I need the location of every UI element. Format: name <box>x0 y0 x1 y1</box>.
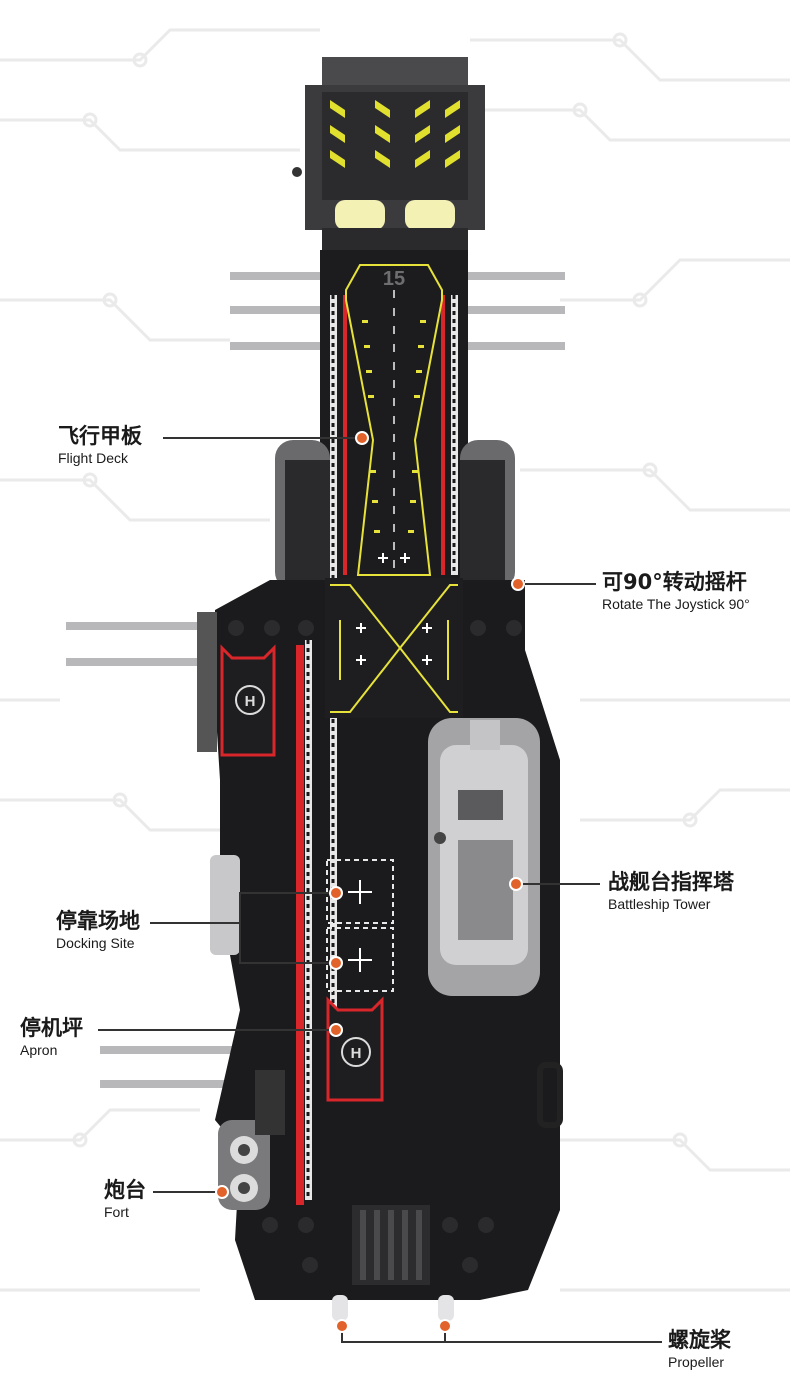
callout-propeller-en: Propeller <box>668 1354 725 1370</box>
callout-tower: 战舰台指挥塔 Battleship Tower <box>608 870 734 912</box>
helipad-h-icon: H H <box>220 644 384 1102</box>
callout-flight-deck-en: Flight Deck <box>58 450 129 466</box>
bow-module <box>292 57 485 253</box>
callout-tower-zh: 战舰台指挥塔 <box>608 870 734 894</box>
propeller-blades <box>332 1295 454 1321</box>
callout-apron-en: Apron <box>20 1042 58 1058</box>
callout-joystick: 可90°转动摇杆 Rotate The Joystick 90° <box>602 570 750 612</box>
callout-docking-en: Docking Site <box>56 935 135 951</box>
flight-deck: 15 H <box>220 264 463 1205</box>
callout-flight-deck-zh: 飞行甲板 <box>58 424 142 448</box>
side-rods <box>66 272 565 1088</box>
callout-flight-deck: 飞行甲板 Flight Deck <box>58 424 142 466</box>
callout-docking: 停靠场地 Docking Site <box>56 909 140 951</box>
callout-dots <box>215 431 525 1333</box>
docking-cross-icon <box>348 880 372 972</box>
callout-propeller: 螺旋桨 Propeller <box>668 1328 731 1370</box>
callout-fort-en: Fort <box>104 1204 129 1220</box>
circuit-background <box>0 28 790 1292</box>
hull-number: 15 <box>383 268 405 290</box>
docking-pads <box>326 859 394 992</box>
callout-tower-en: Battleship Tower <box>608 896 711 912</box>
callout-propeller-zh: 螺旋桨 <box>668 1328 731 1352</box>
callout-lines <box>98 437 662 1343</box>
callout-fort: 炮台 Fort <box>104 1178 146 1220</box>
callout-joystick-zh: 可90°转动摇杆 <box>602 570 747 594</box>
callout-joystick-en: Rotate The Joystick 90° <box>602 596 750 612</box>
callout-apron-zh: 停机坪 <box>20 1016 83 1040</box>
callout-docking-zh: 停靠场地 <box>56 909 140 933</box>
svg-text:H: H <box>351 1045 362 1062</box>
callout-fort-zh: 炮台 <box>104 1178 146 1202</box>
battleship-tower <box>428 718 540 996</box>
svg-text:H: H <box>245 693 256 710</box>
callout-apron: 停机坪 Apron <box>20 1016 83 1058</box>
